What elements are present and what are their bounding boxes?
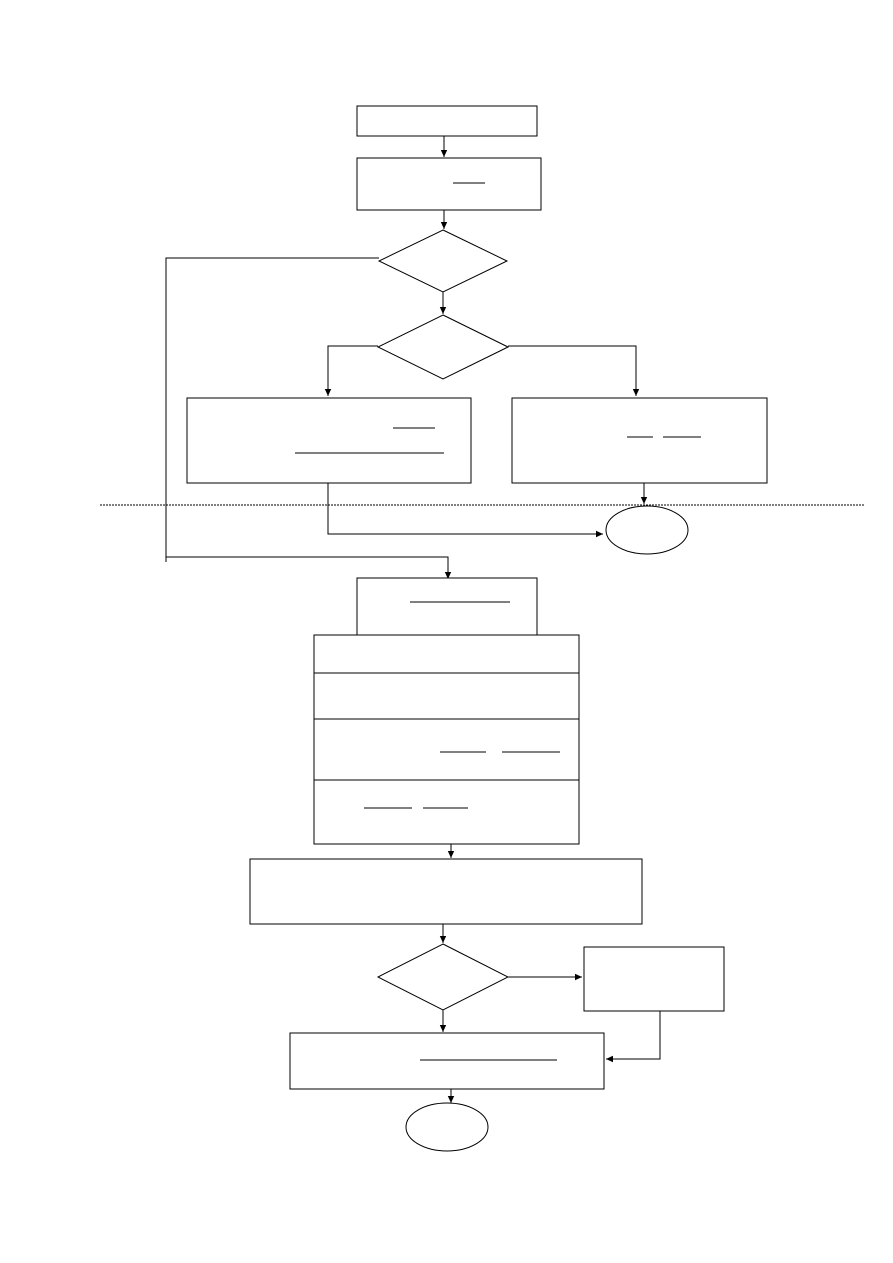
decision-diamond-1 — [377, 229, 509, 293]
stacked-box-row-3 — [313, 718, 580, 781]
process-box-wide — [249, 858, 643, 925]
start-box — [356, 105, 538, 137]
process-box-2 — [356, 577, 538, 636]
process-box-right — [511, 397, 768, 484]
process-box-result — [289, 1032, 605, 1090]
connector-left-box-to-end1 — [327, 483, 603, 538]
process-box-left — [186, 397, 472, 484]
process-box-1 — [356, 157, 542, 211]
stacked-box-row-2 — [313, 672, 580, 720]
terminator-ellipse-1 — [605, 505, 689, 555]
decision-diamond-2 — [376, 314, 510, 380]
connector-side-box-to-result — [606, 1011, 661, 1063]
stacked-box-row-4 — [313, 779, 580, 845]
connector-decision2-left-branch — [324, 345, 378, 396]
terminator-ellipse-2 — [405, 1102, 489, 1152]
decision-diamond-3 — [376, 943, 510, 1011]
process-box-side — [583, 946, 725, 1012]
stacked-box-row-1 — [313, 634, 580, 674]
connector-decision2-right-branch — [508, 345, 640, 396]
